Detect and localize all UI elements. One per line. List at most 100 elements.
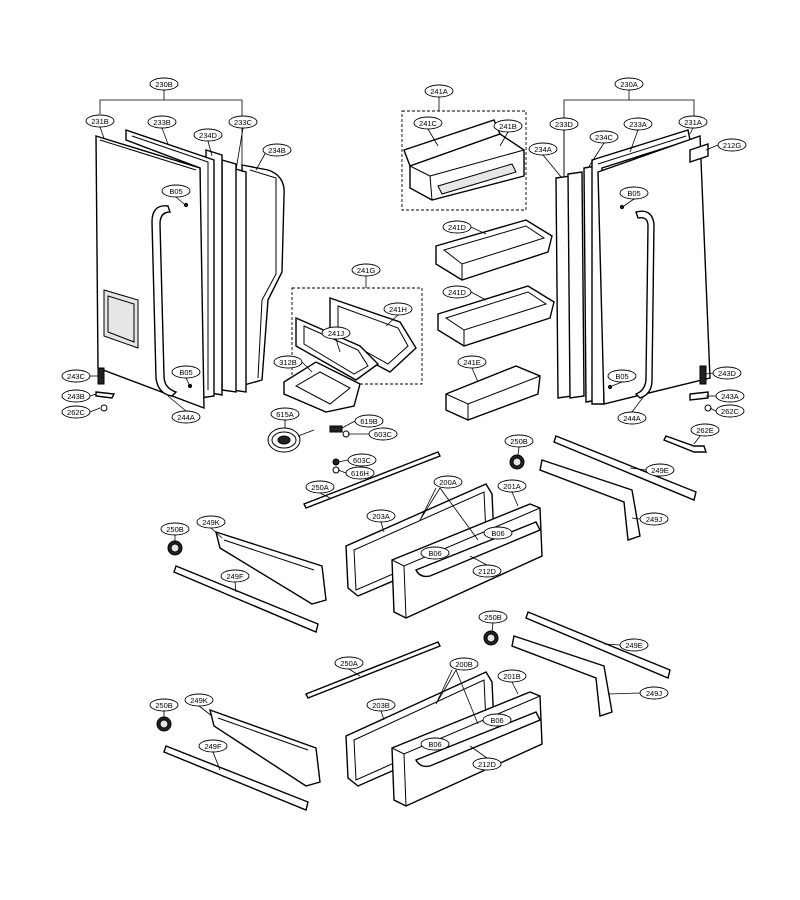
right-door-assembly [555,129,712,453]
callout-250a: 250A [305,480,335,494]
callout-label: 233D [555,120,574,129]
door-bins-center [267,287,423,474]
callout-231b: 231B [85,114,115,128]
callout-label: 241E [463,358,481,367]
callout-212d: 212D [472,757,502,771]
door-bins-right [401,110,555,421]
callout-244a: 244A [617,411,647,425]
callout-241d: 241D [442,285,472,299]
callout-label: 231B [91,117,109,126]
callout-label: 243C [67,372,86,381]
callout-b06: B06 [420,737,450,751]
callout-233d: 233D [549,117,579,131]
callout-603c: 603C [368,427,398,441]
callout-241j: 241J [321,326,351,340]
callout-234d: 234D [193,128,223,142]
callout-label: 262E [696,426,714,435]
callout-label: 312B [279,358,297,367]
callout-label: 249K [190,696,208,705]
callout-250b: 250B [504,434,534,448]
callout-241c: 241C [413,116,443,130]
callout-label: 233B [153,118,171,127]
callout-label: 203A [372,512,390,521]
upper-drawer-assembly [167,435,697,633]
leader-lines [89,90,719,771]
callout-label: 250B [155,701,173,710]
callout-label: 619B [360,417,378,426]
callout-b06: B06 [483,526,513,540]
callout-250b: 250B [160,522,190,536]
callout-label: 250A [340,659,358,668]
callout-label: 249J [646,689,663,698]
callout-label: 234A [534,145,552,154]
callout-label: 230B [155,80,173,89]
callout-b06: B06 [482,713,512,727]
callout-label: 212G [723,141,742,150]
callout-233b: 233B [147,115,177,129]
callout-243a: 243A [715,389,745,403]
callout-label: 243B [67,392,85,401]
callout-244a: 244A [171,410,201,424]
callout-250a: 250A [334,656,364,670]
callout-201b: 201B [497,669,527,683]
callout-label: 241D [448,288,467,297]
callout-243d: 243D [712,366,742,380]
callout-b05: B05 [171,365,201,379]
callout-label: 233A [629,120,647,129]
callout-label: 249J [646,515,663,524]
callout-label: 250B [510,437,528,446]
callout-label: 201A [503,482,521,491]
callout-label: B05 [179,368,192,377]
callout-label: 603C [374,430,393,439]
callout-label: B06 [428,740,441,749]
callout-label: 250B [166,525,184,534]
callout-label: B06 [428,549,441,558]
callout-234a: 234A [528,142,558,156]
callout-label: 244A [177,413,195,422]
callout-212g: 212G [717,138,747,152]
callout-241e: 241E [457,355,487,369]
callout-243b: 243B [61,389,91,403]
callout-label: 241G [357,266,376,275]
callout-249k: 249K [184,693,214,707]
callout-label: B06 [491,529,504,538]
callout-249e: 249E [619,638,649,652]
callout-label: 241B [499,122,517,131]
callout-b05: B05 [619,186,649,200]
callout-label: 201B [503,672,521,681]
callout-241g: 241G [351,263,381,277]
callout-label: B05 [627,189,640,198]
callout-label: 243A [721,392,739,401]
callout-label: 212D [478,567,497,576]
callout-249k: 249K [196,515,226,529]
callout-249j: 249J [639,512,669,526]
callout-241a: 241A [424,84,454,98]
callout-249f: 249F [220,569,250,583]
callout-203b: 203B [366,698,396,712]
callout-262e: 262E [690,423,720,437]
callout-234c: 234C [589,130,619,144]
callout-label: 230A [620,80,638,89]
callout-label: 241C [419,119,438,128]
callout-label: 249E [625,641,643,650]
left-door-assembly [95,129,285,412]
callout-233c: 233C [228,115,258,129]
callout-label: 249E [651,466,669,475]
callout-201a: 201A [497,479,527,493]
callout-label: 615A [276,410,294,419]
callout-label: 241H [389,305,407,314]
callout-b05: B05 [161,184,191,198]
callout-label: 262C [67,408,86,417]
callout-b06: B06 [420,546,450,560]
callout-249e: 249E [645,463,675,477]
callout-234b: 234B [262,143,292,157]
callout-label: 234B [268,146,286,155]
callout-250b: 250B [478,610,508,624]
callout-200b: 200B [449,657,479,671]
callout-label: 233C [234,118,253,127]
callout-241d: 241D [442,220,472,234]
callout-230b: 230B [149,77,179,91]
callout-label: 603C [353,456,372,465]
callout-231a: 231A [678,115,708,129]
